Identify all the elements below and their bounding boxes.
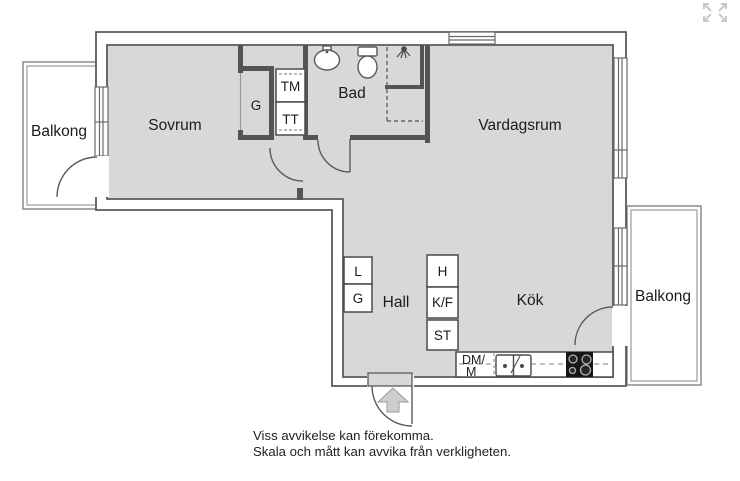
door-opening-bedroom-balcony xyxy=(94,156,109,197)
washing-machine-label: TM xyxy=(281,79,301,94)
bathroom-fixtures xyxy=(313,45,378,79)
balcony-left-label: Balkong xyxy=(31,123,87,140)
bathroom-sink xyxy=(313,45,341,71)
dishwasher-label-line2: M xyxy=(466,365,476,379)
balcony-left: Balkong xyxy=(22,61,98,210)
fridge-freezer-box xyxy=(426,286,459,319)
door-arc-laundry-nook xyxy=(269,147,304,182)
shelf-label: H xyxy=(438,264,448,279)
kitchen-label: Kök xyxy=(517,292,544,309)
linen-closet-box xyxy=(343,256,373,285)
fullscreen-icon[interactable] xyxy=(703,3,727,22)
bedroom-closet-label: G xyxy=(251,98,262,113)
cleaning-closet-box xyxy=(426,319,459,351)
apartment-walls xyxy=(95,31,627,387)
door-arc-bedroom-balcony xyxy=(56,156,98,198)
window-living-right xyxy=(613,57,628,179)
shelf-box xyxy=(426,254,459,288)
disclaimer-line1: Viss avvikelse kan förekomma. xyxy=(253,428,434,443)
cleaning-closet-label: ST xyxy=(434,328,451,343)
linen-closet-label: L xyxy=(354,264,362,279)
door-arc-kitchen-balcony xyxy=(574,306,614,346)
disclaimer-line2: Skala och mått kan avvika från verklighe… xyxy=(253,444,511,459)
kitchen-counter: DM/ M xyxy=(455,351,614,379)
balcony-right-label: Balkong xyxy=(635,288,691,305)
disclaimer: Viss avvikelse kan förekomma. Skala och … xyxy=(253,428,511,459)
door-arc-bathroom xyxy=(317,139,351,173)
door-opening-kitchen-balcony xyxy=(612,306,628,346)
dishwasher-label-line1: DM/ xyxy=(462,353,485,367)
hall-closets: L G xyxy=(343,256,373,313)
entrance-door xyxy=(367,372,414,427)
window-kitchen-right xyxy=(613,227,628,306)
stove xyxy=(566,352,593,377)
toilet xyxy=(357,46,378,79)
laundry-nook: TM TT xyxy=(275,68,306,136)
shower-head-icon xyxy=(396,46,411,59)
window-living-top xyxy=(448,31,496,45)
living-room-label: Vardagsrum xyxy=(478,117,561,134)
balcony-right: Balkong xyxy=(626,205,702,386)
wardrobe-label: G xyxy=(353,291,364,306)
fridge-freezer-label: K/F xyxy=(432,295,453,310)
kitchen-cabinets: H K/F ST xyxy=(426,254,459,351)
doors xyxy=(56,139,628,427)
entrance-arrow-icon xyxy=(376,387,410,413)
bathroom-label: Bad xyxy=(338,85,366,102)
hall-label: Hall xyxy=(383,294,410,311)
windows xyxy=(94,31,628,306)
dryer-label: TT xyxy=(282,112,299,127)
window-bedroom-balcony xyxy=(94,86,109,157)
wardrobe-box xyxy=(343,283,373,313)
shower-area xyxy=(386,46,423,122)
kitchen-sink xyxy=(495,354,532,377)
bedroom-label: Sovrum xyxy=(148,117,201,134)
